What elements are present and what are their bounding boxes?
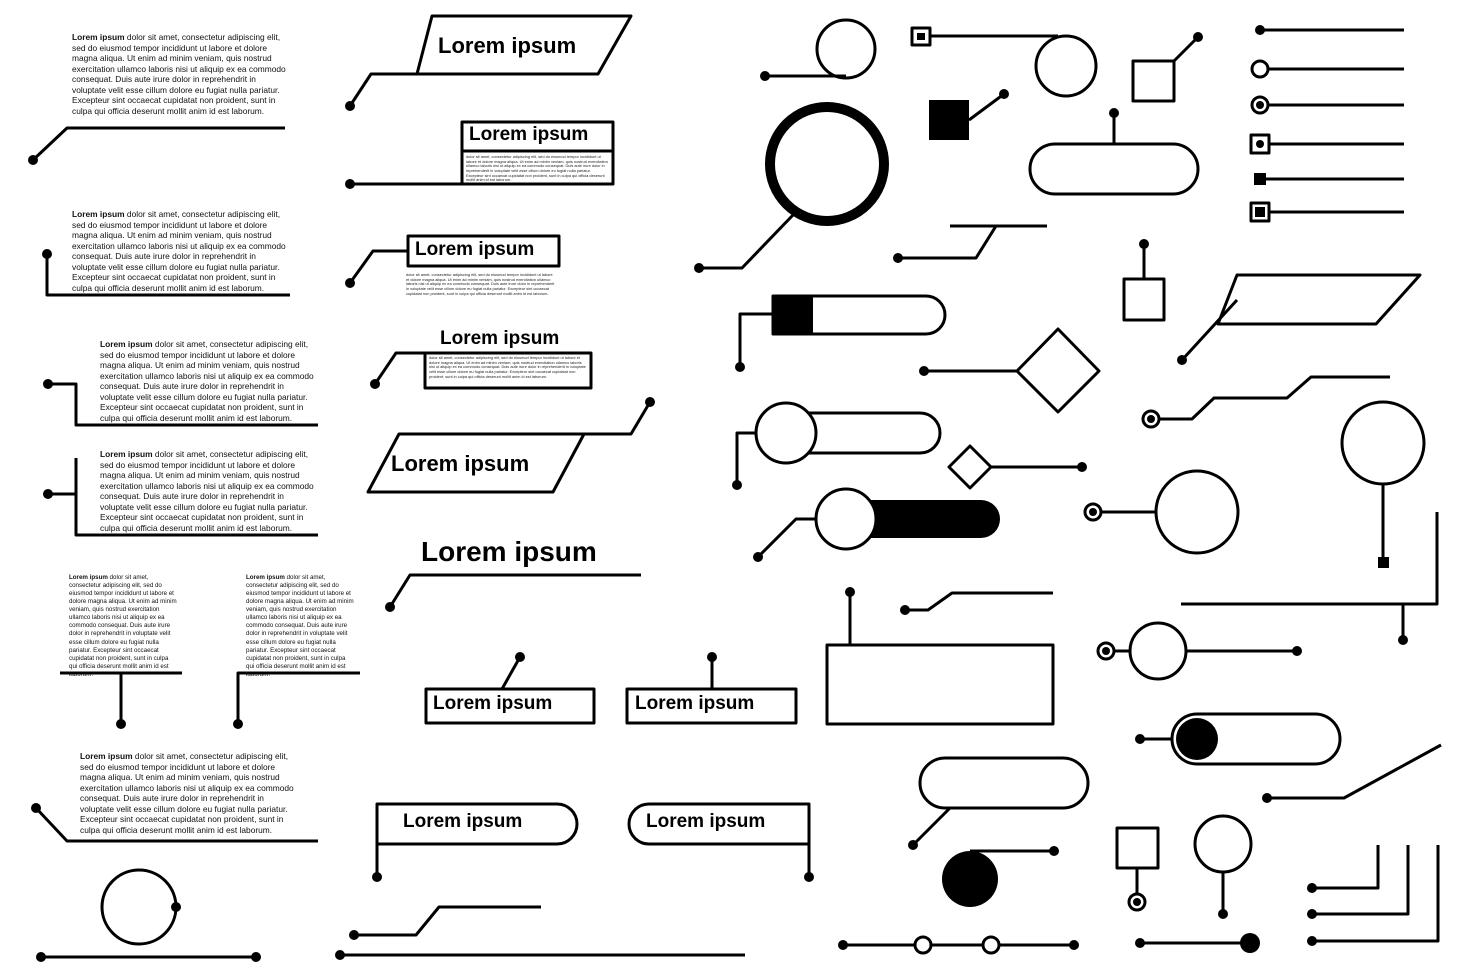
pin-circle-callout <box>1340 400 1426 568</box>
paragraph-7: Lorem ipsum dolor sit amet, consectetur … <box>80 751 294 835</box>
ring-callout <box>694 102 889 273</box>
paragraph-4: Lorem ipsum dolor sit amet, consectetur … <box>100 449 314 533</box>
step-line-bottom <box>349 905 541 940</box>
pill-bottom-callout <box>908 756 1090 850</box>
connector-7 <box>31 803 318 843</box>
filled-square-callout <box>929 89 1009 140</box>
toggle-pill-callout <box>1135 712 1342 766</box>
underline-callout <box>385 573 641 612</box>
connector-6 <box>233 671 360 729</box>
connector-1 <box>28 126 285 165</box>
circle-target-callout <box>1083 469 1240 555</box>
box-callout-4 <box>424 652 596 725</box>
heading-parallelogram-2: Lorem ipsum <box>391 451 530 476</box>
paragraph-3: Lorem ipsum dolor sit amet, consectetur … <box>100 339 314 423</box>
parallelogram-callout-2 <box>366 397 655 494</box>
connector-3 <box>43 379 318 427</box>
long-line-bottom <box>335 950 745 960</box>
pill-callout-1 <box>372 802 579 882</box>
step-line-3 <box>900 591 1053 615</box>
paragraph-2: Lorem ipsum dolor sit amet, consectetur … <box>72 209 286 293</box>
rect-pin-callout <box>825 587 1055 726</box>
filled-circle-callout <box>942 846 1059 907</box>
parallelogram-callout-1 <box>345 14 633 111</box>
square-pin-callout <box>1122 239 1166 322</box>
diamond-callout <box>919 327 1101 414</box>
diagonal-line-callout <box>1262 743 1442 803</box>
connector-5 <box>60 671 182 729</box>
circle-callout-top <box>760 18 877 81</box>
bar-pill-callout <box>735 294 947 372</box>
tiny-text-3: dolor sit amet, consectetur adipiscing e… <box>429 356 586 379</box>
heading-pill-2: Lorem ipsum <box>646 811 766 832</box>
small-diamond-callout <box>947 444 1087 490</box>
bullet-end-line <box>1135 933 1260 953</box>
connector-circle <box>36 868 261 962</box>
connector-4 <box>43 458 318 537</box>
frame-line-callout <box>1181 512 1439 645</box>
square-circle-callout <box>910 26 1098 98</box>
pill-circle-callout <box>732 401 942 490</box>
box-callout-3 <box>370 351 593 390</box>
dotted-line-callout <box>838 935 1079 955</box>
marker-list <box>1249 25 1404 223</box>
heading-box-2: Lorem ipsum <box>415 239 535 260</box>
pill-top-callout <box>1028 108 1200 196</box>
connector-2 <box>42 249 290 297</box>
step-line-1 <box>893 224 1047 263</box>
square-target-callout <box>1115 826 1160 912</box>
heading-parallelogram-top: Lorem ipsum <box>438 33 577 58</box>
corner-lines <box>1307 845 1440 946</box>
box-callout-2 <box>345 234 561 288</box>
pill-callout-2 <box>627 802 814 882</box>
heading-box-1: Lorem ipsum <box>469 124 589 145</box>
circle-line-callout <box>1096 621 1302 681</box>
heading-box-3: Lorem ipsum <box>440 328 560 349</box>
circle-pin-callout <box>1193 814 1253 919</box>
box-callout-1 <box>345 120 615 189</box>
filled-pill-callout <box>753 487 1000 562</box>
heading-box-4: Lorem ipsum <box>433 693 553 714</box>
heading-pill-1: Lorem ipsum <box>403 811 523 832</box>
box-callout-5 <box>625 652 798 725</box>
heading-large: Lorem ipsum <box>421 536 597 567</box>
tiny-text-2: dolor sit amet, consectetur adipiscing e… <box>406 273 555 296</box>
paragraph-1: Lorem ipsum dolor sit amet, consectetur … <box>72 32 286 116</box>
step-line-2 <box>1141 375 1390 429</box>
square-line-callout <box>1131 32 1203 103</box>
parallelogram-line-callout <box>1177 273 1422 365</box>
heading-box-5: Lorem ipsum <box>635 693 755 714</box>
tiny-text-1: dolor sit amet, consectetur adipiscing e… <box>466 155 608 182</box>
